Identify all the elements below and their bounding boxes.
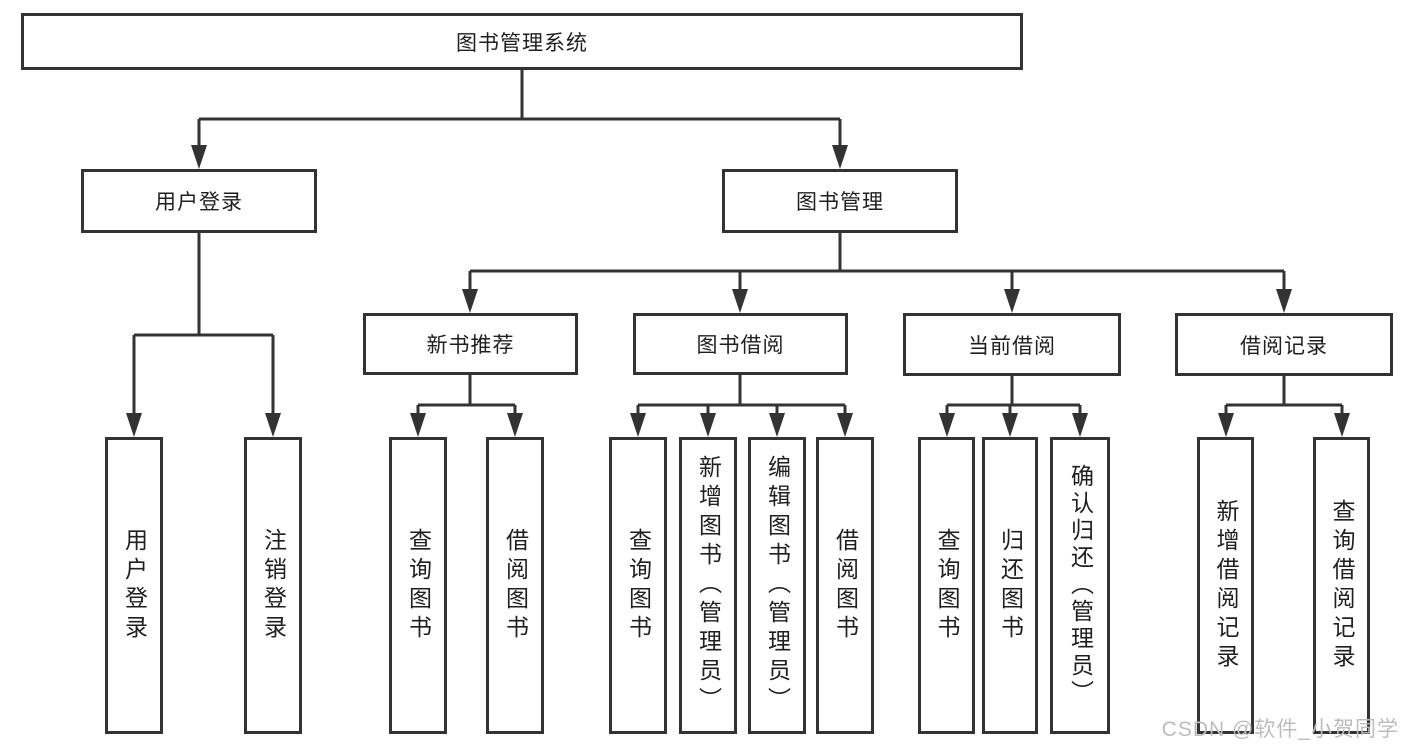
- leaf-query-books-recommend-label: 查询图书: [405, 527, 432, 644]
- node-user-login-label: 用户登录: [155, 191, 243, 214]
- connector-book-borrow: [630, 375, 853, 437]
- watermark: CSDN @软件_小贺同学: [1161, 718, 1399, 741]
- node-new-book-recommend: 新书推荐: [363, 313, 578, 375]
- node-book-management-label: 图书管理: [796, 191, 884, 214]
- leaf-borrow-books-recommend: 借阅图书: [486, 437, 544, 734]
- leaf-add-books-admin: 新增图书（管理员）: [679, 437, 737, 734]
- leaf-add-borrow-record-label: 新增借阅记录: [1213, 498, 1239, 673]
- leaf-logout-label: 注销登录: [260, 527, 287, 644]
- node-book-management: 图书管理: [722, 169, 958, 233]
- connector-current-borrow: [939, 376, 1088, 437]
- node-root-label: 图书管理系统: [456, 31, 588, 55]
- leaf-user-login-label: 用户登录: [121, 527, 148, 644]
- node-user-login: 用户登录: [81, 169, 317, 233]
- node-borrow-records-label: 借阅记录: [1240, 334, 1328, 358]
- leaf-add-borrow-record: 新增借阅记录: [1197, 437, 1254, 734]
- connector-root: [191, 70, 848, 169]
- leaf-borrow-books-recommend-label: 借阅图书: [502, 527, 529, 644]
- leaf-query-books-borrow-label: 查询图书: [625, 527, 652, 644]
- leaf-query-books-recommend: 查询图书: [389, 437, 447, 734]
- connector-user-login: [126, 233, 281, 437]
- leaf-query-borrow-record: 查询借阅记录: [1313, 437, 1370, 734]
- leaf-edit-books-admin-label: 编辑图书（管理员）: [764, 455, 791, 716]
- connector-new-book-recommend: [410, 375, 523, 437]
- node-root: 图书管理系统: [21, 13, 1023, 70]
- connector-book-management: [462, 233, 1292, 313]
- leaf-query-books-current: 查询图书: [918, 437, 975, 734]
- node-current-borrow: 当前借阅: [903, 313, 1121, 376]
- leaf-confirm-return-admin-label: 确认归还（管理员）: [1067, 464, 1094, 707]
- leaf-borrow-books-label: 借阅图书: [832, 527, 859, 644]
- leaf-user-login: 用户登录: [105, 437, 163, 734]
- node-new-book-recommend-label: 新书推荐: [426, 334, 515, 357]
- leaf-return-books: 归还图书: [982, 437, 1038, 734]
- leaf-add-books-admin-label: 新增图书（管理员）: [695, 455, 722, 716]
- leaf-logout: 注销登录: [244, 437, 302, 734]
- node-borrow-records: 借阅记录: [1175, 313, 1393, 376]
- leaf-query-books-current-label: 查询图书: [934, 527, 960, 644]
- connector-borrow-records: [1218, 376, 1350, 437]
- node-current-borrow-label: 当前借阅: [968, 334, 1056, 358]
- leaf-query-books-borrow: 查询图书: [609, 437, 667, 734]
- leaf-edit-books-admin: 编辑图书（管理员）: [748, 437, 806, 734]
- leaf-query-borrow-record-label: 查询借阅记录: [1329, 498, 1355, 673]
- node-book-borrow: 图书借阅: [633, 313, 848, 375]
- leaf-confirm-return-admin: 确认归还（管理员）: [1050, 437, 1110, 734]
- leaf-return-books-label: 归还图书: [997, 527, 1024, 644]
- node-book-borrow-label: 图书借阅: [696, 334, 785, 357]
- leaf-borrow-books: 借阅图书: [816, 437, 874, 734]
